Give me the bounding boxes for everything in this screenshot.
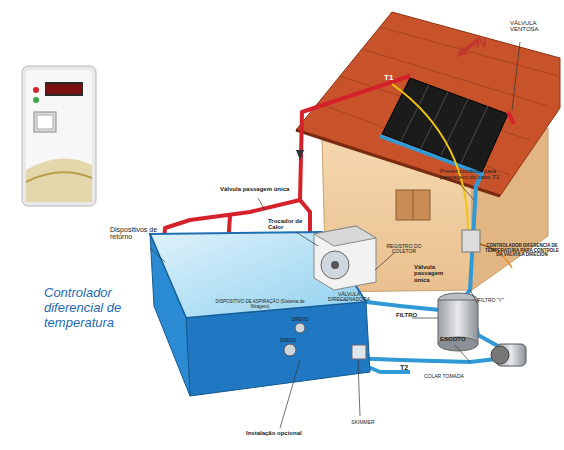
- part-label: ESGOTO: [440, 336, 480, 342]
- north-arrow-label: N: [476, 34, 496, 50]
- part-label: FILTRO: [396, 312, 426, 318]
- swimming-pool: [150, 232, 370, 396]
- part-label: DISPOSITIVO DE ASPIRAÇÃO (Sistema de fil…: [210, 300, 310, 309]
- part-label: VÁLVULA DIRECIONADORA: [324, 292, 374, 303]
- sensor-label: T1: [384, 74, 398, 82]
- pump: [491, 344, 526, 366]
- part-label: Trocador de Calor: [268, 218, 308, 231]
- window: [396, 190, 430, 220]
- part-label: REGISTRO DO COLETOR: [384, 244, 424, 255]
- filter-tank: [438, 293, 478, 351]
- note-label: Prever conduíte para passagem do cabo T1: [440, 168, 502, 181]
- roof: [296, 12, 560, 196]
- note-label: Instalação opcional: [246, 430, 336, 436]
- part-label: COLAR TOMADA: [424, 374, 484, 379]
- part-label: SKIMMER: [338, 420, 388, 425]
- sensor-label: T2: [400, 364, 420, 371]
- solar-collector: [382, 78, 508, 172]
- leader-line: [150, 42, 520, 428]
- part-label: Válvula passagem única: [220, 186, 310, 192]
- controller-box: [462, 230, 480, 252]
- controller-device: [22, 66, 96, 206]
- sensor-cable: [392, 84, 468, 236]
- part-label: CONTROLADOR DIFERENCIA DE TEMPERATURA PA…: [482, 244, 562, 258]
- part-label: FILTRO "Y": [478, 298, 518, 303]
- part-label: Dispositivos de retorno: [110, 226, 166, 241]
- heat-exchanger: [314, 226, 376, 290]
- part-label: Válvula passagem única: [414, 264, 458, 283]
- part-label: DRENO: [292, 318, 322, 323]
- device-caption: Controlador diferencial de temperatura: [44, 286, 144, 331]
- part-label: DRENO: [280, 339, 310, 344]
- part-label: VÁLVULA VENTOSA: [510, 20, 560, 33]
